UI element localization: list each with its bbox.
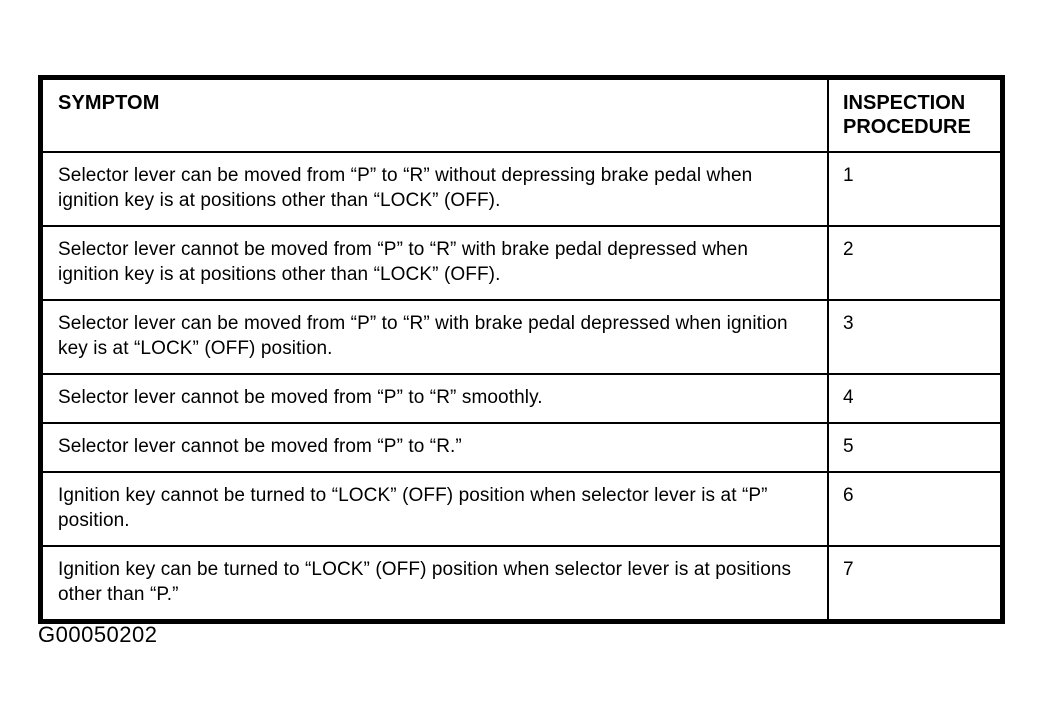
symptom-cell: Ignition key cannot be turned to “LOCK” …: [58, 485, 768, 531]
symptom-inspection-table: SYMPTOM INSPECTION PROCEDURE Selector le…: [38, 75, 1005, 624]
procedure-cell: 5: [827, 424, 1000, 471]
procedure-column-header: INSPECTION PROCEDURE: [827, 80, 1000, 151]
table-row: Selector lever cannot be moved from “P” …: [43, 225, 1000, 299]
symptom-cell: Selector lever can be moved from “P” to …: [58, 313, 788, 359]
symptom-cell: Selector lever cannot be moved from “P” …: [58, 436, 462, 457]
table-row: Ignition key cannot be turned to “LOCK” …: [43, 471, 1000, 545]
procedure-cell: 2: [827, 227, 1000, 299]
table-row: Selector lever cannot be moved from “P” …: [43, 373, 1000, 422]
table-row: Ignition key can be turned to “LOCK” (OF…: [43, 545, 1000, 619]
symptom-cell: Selector lever cannot be moved from “P” …: [58, 387, 543, 408]
symptom-cell: Selector lever cannot be moved from “P” …: [58, 239, 749, 285]
procedure-cell: 4: [827, 375, 1000, 422]
symptom-column-header: SYMPTOM: [58, 92, 160, 114]
procedure-cell: 3: [827, 301, 1000, 373]
procedure-cell: 6: [827, 473, 1000, 545]
table-row: Selector lever cannot be moved from “P” …: [43, 422, 1000, 471]
table-row: Selector lever can be moved from “P” to …: [43, 299, 1000, 373]
table-header-row: SYMPTOM INSPECTION PROCEDURE: [43, 80, 1000, 151]
symptom-cell: Selector lever can be moved from “P” to …: [58, 165, 753, 211]
table-row: Selector lever can be moved from “P” to …: [43, 151, 1000, 225]
procedure-cell: 1: [827, 153, 1000, 225]
procedure-cell: 7: [827, 547, 1000, 619]
symptom-cell: Ignition key can be turned to “LOCK” (OF…: [58, 559, 792, 605]
figure-id-label: G00050202: [38, 622, 158, 647]
